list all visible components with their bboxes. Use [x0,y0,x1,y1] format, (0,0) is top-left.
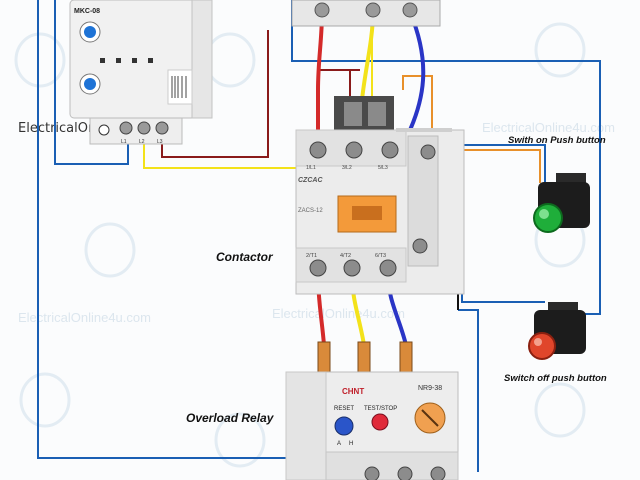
contactor-top-t3: 5/L3 [378,165,388,171]
on-button-cap[interactable] [533,203,563,233]
phase-relay [69,0,213,145]
on-button-label: Swith on Push button [508,135,606,146]
contactor-label: Contactor [216,250,273,264]
off-button-cap[interactable] [528,332,556,360]
off-push-button [528,302,586,360]
contactor-top-t2: 3/L2 [342,165,352,171]
overload-relay-label: Overload Relay [186,411,274,425]
overload-relay [285,341,459,480]
test-stop-button[interactable] [371,413,389,431]
on-push-button [533,173,590,233]
reset-button[interactable] [334,416,354,436]
contactor-bottom-t2: 4/T2 [340,253,351,259]
contactor-top-t1: 1/L1 [306,165,316,171]
watermark-text-mid2: ElectricalOnline4u.com [272,306,405,321]
bulb-watermarks [14,22,586,468]
phase-red-top [316,11,324,150]
relay-knob-2[interactable] [84,78,96,90]
supply-breaker [291,0,441,27]
relay-mark-l1: L1 [121,139,127,145]
overload-mode-h: H [349,441,353,447]
relay-mark-l3: L3 [157,139,163,145]
contactor-bottom-t3: 6/T3 [375,253,386,259]
overload-test-stop-label: TEST/STOP [364,406,397,412]
relay-yellow-wire [143,0,373,169]
contactor-bottom-t1: 2/T1 [306,253,317,259]
watermark-text-right: ElectricalOnline4u.com [482,120,615,135]
contactor [295,96,465,295]
relay-mark-l2: L2 [139,139,145,145]
watermark-text-mid: ElectricalOnline4u.com [18,310,151,325]
relay-model: MKC-08 [74,8,100,15]
overload-model: NR9-38 [418,385,442,392]
contactor-brand: CZCAC [298,177,323,184]
overload-reset-label: RESET [334,406,354,412]
relay-knob-1[interactable] [84,26,96,38]
off-button-label: Switch off push button [504,373,607,384]
contactor-model: ZACS-12 [298,208,323,214]
overload-brand: CHNT [342,387,364,396]
overload-mode-a: A [337,441,341,447]
